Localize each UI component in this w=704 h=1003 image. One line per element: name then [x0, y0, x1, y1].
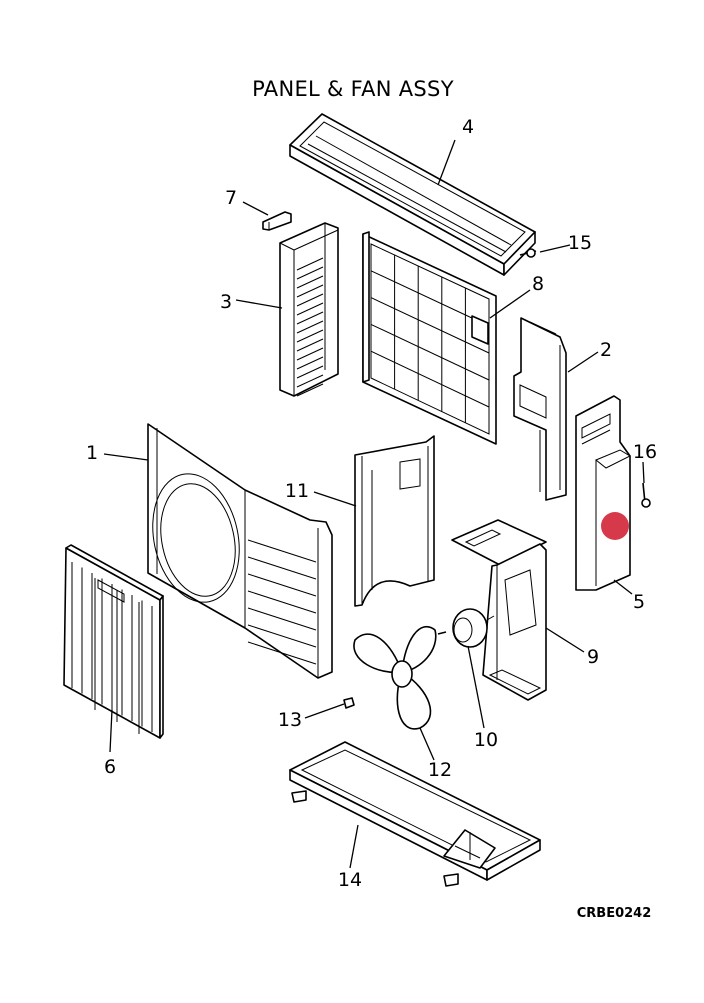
part-2-right-panel: [513, 317, 567, 501]
callout-16: 16: [633, 441, 657, 463]
callout-13: 13: [278, 709, 302, 731]
part-11-partition: [354, 435, 435, 607]
callout-5: 5: [633, 591, 645, 613]
part-1-front-cabinet: [147, 423, 333, 679]
callout-2: 2: [600, 339, 612, 361]
callout-7: 7: [225, 187, 237, 209]
part-13-nut: [343, 697, 355, 709]
part-14-base-tray: [289, 741, 541, 887]
part-16-screw: [641, 482, 651, 508]
part-1-slats: [247, 539, 317, 665]
part-12-propeller-fan: [353, 625, 437, 730]
part-8-grille: [362, 231, 497, 445]
part-4-top-panel: [289, 113, 536, 276]
part-15-screw: [519, 248, 537, 258]
callout-3: 3: [220, 291, 232, 313]
part-5-rear-panel: [575, 395, 632, 591]
callout-1: 1: [86, 442, 98, 464]
drawing-code: CRBE0242: [577, 906, 652, 921]
part-6-grille-lines: [71, 562, 153, 734]
part-10-fan-motor: [437, 608, 495, 648]
callout-4: 4: [462, 116, 474, 138]
part-3-louvers: [296, 257, 324, 397]
part-8-label-plate: [471, 315, 489, 345]
callout-10: 10: [474, 729, 498, 751]
diagram-title: PANEL & FAN ASSY: [252, 77, 454, 101]
callout-14: 14: [338, 869, 362, 891]
highlight-marker: [601, 512, 629, 540]
part-7-clip: [262, 211, 292, 231]
callout-15: 15: [568, 232, 592, 254]
leader-lines: [103, 139, 645, 869]
part-9-motor-support: [451, 519, 547, 701]
part-8-grid-lines: [370, 255, 490, 423]
callout-9: 9: [587, 646, 599, 668]
callout-12: 12: [428, 759, 452, 781]
callout-11: 11: [285, 480, 309, 502]
callout-8: 8: [532, 273, 544, 295]
callout-6: 6: [104, 756, 116, 778]
